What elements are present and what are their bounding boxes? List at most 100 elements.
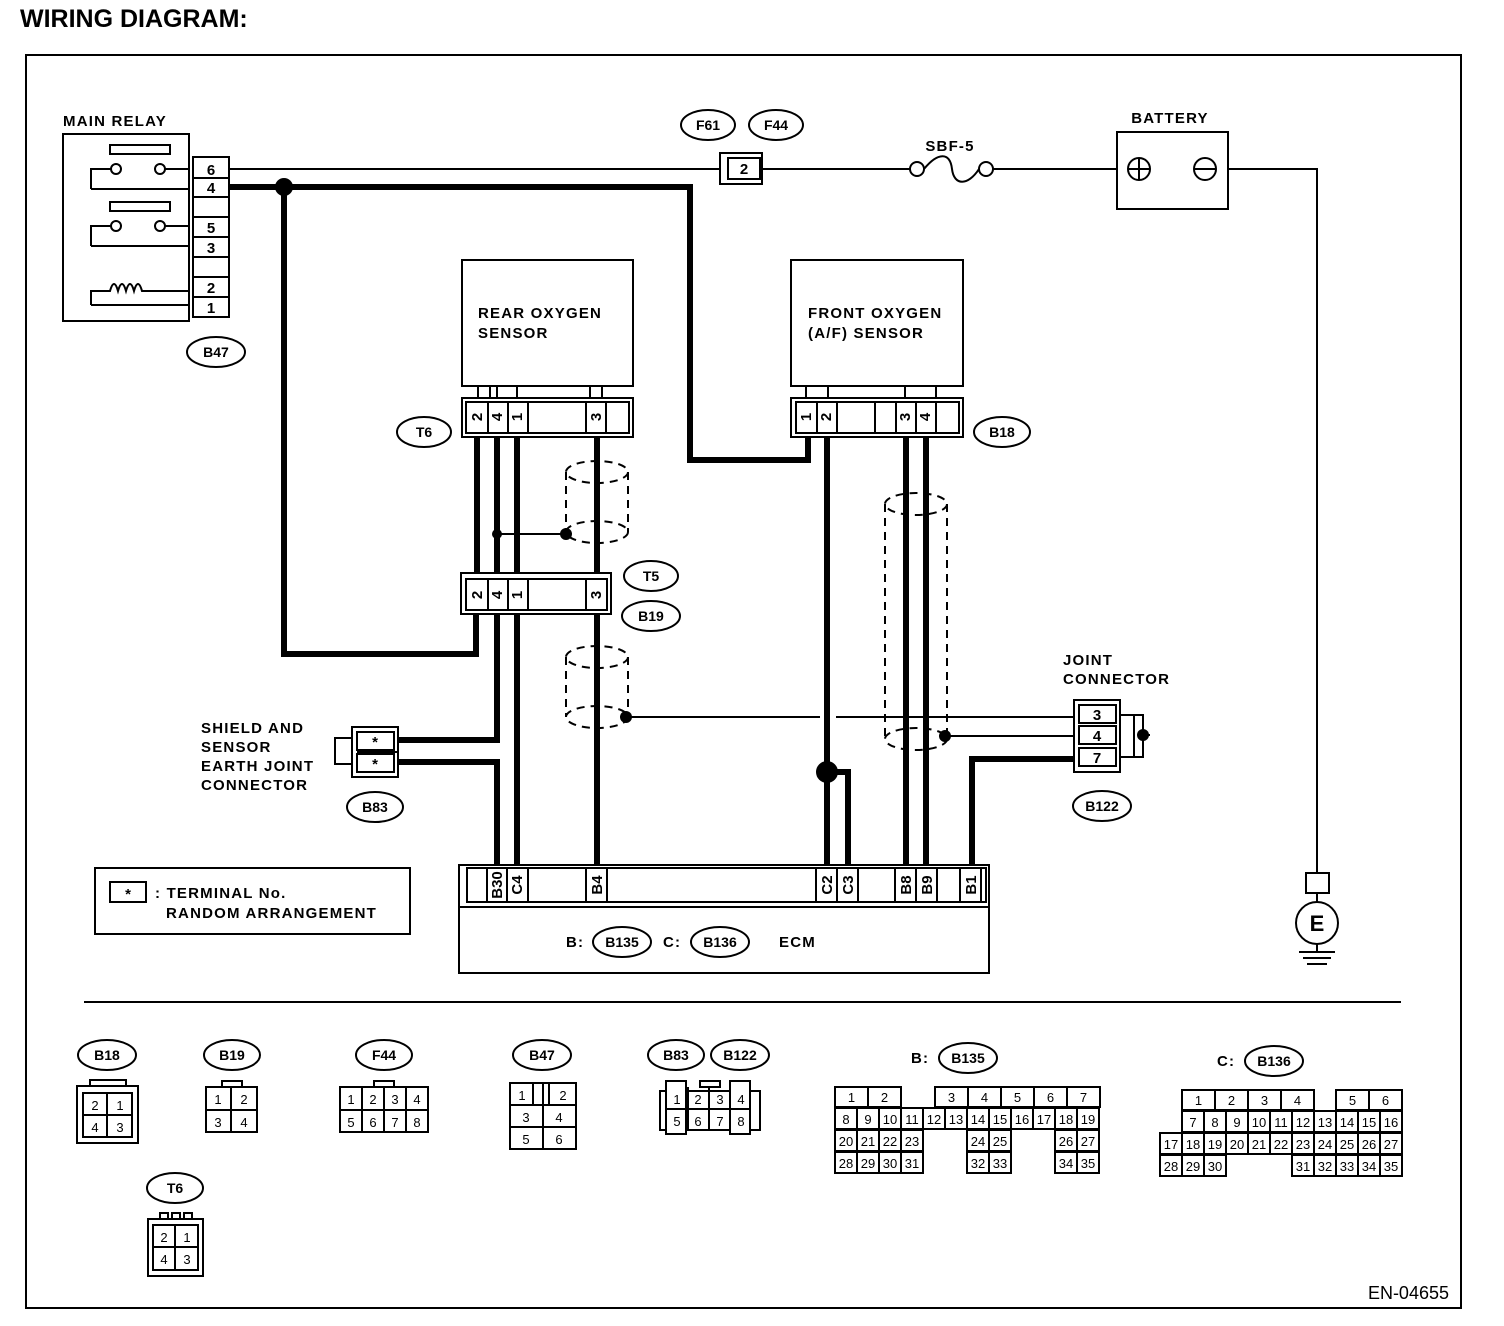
connector-view-f44: F44 1 2 3 4 5 6 7 8 — [339, 1039, 429, 1133]
svg-text:B:: B: — [566, 934, 584, 951]
svg-text:CONNECTOR: CONNECTOR — [1063, 671, 1170, 688]
fuse-connector: 2 — [719, 152, 763, 185]
pin-number: 26 — [1059, 1134, 1073, 1149]
pin-number: 33 — [1340, 1159, 1354, 1174]
svg-text:5: 5 — [673, 1114, 680, 1129]
pin-number: 23 — [905, 1134, 919, 1149]
svg-text:4: 4 — [489, 590, 506, 599]
ecm-pin-b1: B1 — [963, 875, 980, 894]
f44-badge: F44 — [748, 109, 804, 141]
pin-number: 9 — [864, 1112, 871, 1127]
t5-b19-connector-pins: 2 4 1 3 — [460, 572, 612, 615]
figure-code: EN-04655 — [1368, 1283, 1449, 1303]
ecm-pin-c4: C4 — [509, 875, 526, 895]
pin-number: 8 — [842, 1112, 849, 1127]
connector-view-t6: T6 2 1 4 3 — [146, 1172, 204, 1277]
svg-text:4: 4 — [1093, 728, 1102, 745]
svg-text:4: 4 — [413, 1092, 420, 1107]
pin-number: 1 — [1195, 1093, 1202, 1108]
pin-number: 32 — [971, 1156, 985, 1171]
svg-text:7: 7 — [716, 1114, 723, 1129]
svg-text:: TERMINAL No.: : TERMINAL No. — [155, 885, 287, 902]
pin-number: 6 — [1047, 1090, 1054, 1105]
pin-number: 19 — [1081, 1112, 1095, 1127]
svg-text:1: 1 — [214, 1092, 221, 1107]
svg-text:*: * — [125, 886, 131, 903]
ecm-pin-c2: C2 — [819, 875, 836, 894]
pin-number: 10 — [1252, 1115, 1266, 1130]
svg-text:B136: B136 — [1257, 1053, 1291, 1069]
pin-number: 6 — [1382, 1093, 1389, 1108]
b18-connector-pins: 1 2 3 4 — [790, 397, 964, 438]
svg-text:T5: T5 — [643, 568, 660, 584]
pin-number: 24 — [1318, 1137, 1332, 1152]
svg-text:B19: B19 — [219, 1047, 245, 1063]
pin-number: 22 — [1274, 1137, 1288, 1152]
svg-text:4: 4 — [917, 412, 934, 421]
pin-number: 7 — [1189, 1115, 1196, 1130]
connector-view-b47: B47 1 2 3 4 5 6 — [509, 1039, 577, 1150]
svg-text:2: 2 — [369, 1092, 376, 1107]
shield-front — [884, 492, 948, 751]
pin-number: 31 — [905, 1156, 919, 1171]
svg-text:8: 8 — [413, 1115, 420, 1130]
connector-view-b19: B19 1 2 3 4 — [203, 1039, 261, 1133]
pin-cell — [1203, 1154, 1227, 1177]
pin-number: 20 — [1230, 1137, 1244, 1152]
svg-text:6: 6 — [555, 1132, 562, 1147]
pin-number: 12 — [927, 1112, 941, 1127]
svg-text:2: 2 — [818, 413, 835, 421]
svg-text:6: 6 — [369, 1115, 376, 1130]
pin-number: 2 — [1228, 1093, 1235, 1108]
pin-number: 4 — [1294, 1093, 1301, 1108]
connector-view-b83-b122: B83 B122 1 2 3 4 5 6 7 8 — [647, 1039, 770, 1135]
svg-text:B18: B18 — [94, 1047, 120, 1063]
svg-text:2: 2 — [469, 591, 486, 599]
pin-number: 27 — [1384, 1137, 1398, 1152]
pin-cell — [988, 1151, 1012, 1174]
svg-text:2: 2 — [559, 1088, 566, 1103]
t5-badge: T5 — [623, 560, 679, 592]
pin-number: 1 — [848, 1090, 855, 1105]
b83-badge: B83 — [346, 791, 404, 823]
pin-number: 11 — [1274, 1115, 1288, 1130]
pin-number: 3 — [1261, 1093, 1268, 1108]
svg-text:SHIELD AND: SHIELD AND — [201, 720, 304, 737]
svg-text:4: 4 — [160, 1252, 167, 1267]
pin-number: 14 — [971, 1112, 985, 1127]
pin-number: 19 — [1208, 1137, 1222, 1152]
shield-upper — [565, 460, 629, 544]
svg-text:4: 4 — [555, 1110, 562, 1125]
svg-text:B122: B122 — [1085, 798, 1119, 814]
main-relay-label: MAIN RELAY — [63, 113, 167, 130]
svg-text:2: 2 — [240, 1092, 247, 1107]
pin-number: 15 — [993, 1112, 1007, 1127]
pin-number: 31 — [1296, 1159, 1310, 1174]
pin-number: 28 — [839, 1156, 853, 1171]
b47-pin-5: 5 — [207, 220, 215, 237]
svg-text:1: 1 — [183, 1230, 190, 1245]
pin-number: 25 — [1340, 1137, 1354, 1152]
b47-pin-3: 3 — [207, 240, 215, 257]
pin-number: 30 — [883, 1156, 897, 1171]
splice-dot — [275, 178, 293, 196]
wire-to-shield-pin1 — [398, 614, 500, 743]
pin-number: 15 — [1362, 1115, 1376, 1130]
battery-icon — [1116, 131, 1229, 210]
svg-text:3: 3 — [522, 1110, 529, 1125]
svg-text:4: 4 — [91, 1120, 98, 1135]
pin-number: 33 — [993, 1156, 1007, 1171]
svg-text:B136: B136 — [703, 934, 737, 950]
svg-text:T6: T6 — [167, 1180, 184, 1196]
pin-number: 13 — [949, 1112, 963, 1127]
pin-number: 18 — [1059, 1112, 1073, 1127]
svg-text:F44: F44 — [372, 1047, 396, 1063]
f61-badge: F61 — [680, 109, 736, 141]
ground-icon: E — [1295, 872, 1339, 965]
svg-text:1: 1 — [116, 1098, 123, 1113]
pin-number: 13 — [1318, 1115, 1332, 1130]
t6-connector-pins: 2 4 1 3 — [461, 397, 634, 438]
pin-cell — [900, 1151, 924, 1174]
pin-number: 35 — [1081, 1156, 1095, 1171]
